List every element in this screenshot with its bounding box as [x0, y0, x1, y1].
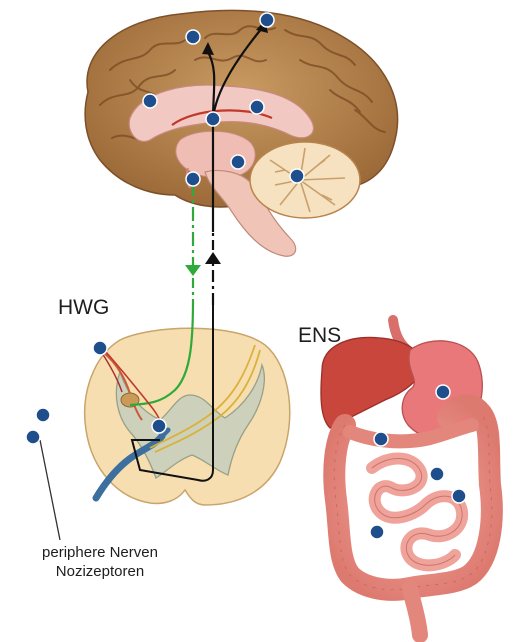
marker-dot-icon [430, 467, 444, 481]
marker-dot-icon [374, 432, 388, 446]
label-peripheral-line1: periphere Nerven [10, 543, 190, 562]
label-ens: ENS [298, 324, 341, 348]
rectum [410, 588, 420, 635]
marker-dot-icon [93, 341, 107, 355]
marker-dot-icon [36, 408, 50, 422]
marker-dot-icon [186, 172, 200, 186]
marker-dot-icon [436, 385, 450, 399]
marker-dot-icon [143, 94, 157, 108]
marker-dot-icon [206, 112, 220, 126]
marker-dot-icon [452, 489, 466, 503]
marker-dot-icon [370, 525, 384, 539]
marker-dot-icon [250, 100, 264, 114]
marker-dot-icon [186, 30, 200, 44]
marker-dot-icon [152, 419, 166, 433]
peripheral-pointer-line [40, 440, 60, 540]
label-peripheral: periphere Nerven Nozizeptoren [10, 543, 190, 581]
label-peripheral-line2: Nozizeptoren [10, 562, 190, 581]
marker-dot-icon [290, 169, 304, 183]
brain [85, 10, 397, 256]
cerebellum [250, 142, 360, 218]
arrow-down-icon [185, 265, 201, 276]
arrow-up-icon [205, 252, 221, 264]
label-hwg: HWG [58, 296, 109, 320]
marker-dot-icon [26, 430, 40, 444]
marker-dot-icon [231, 155, 245, 169]
gut [321, 320, 492, 635]
marker-dot-icon [260, 13, 274, 27]
small-intestine [372, 458, 462, 565]
spinal-cord-section [85, 300, 290, 505]
